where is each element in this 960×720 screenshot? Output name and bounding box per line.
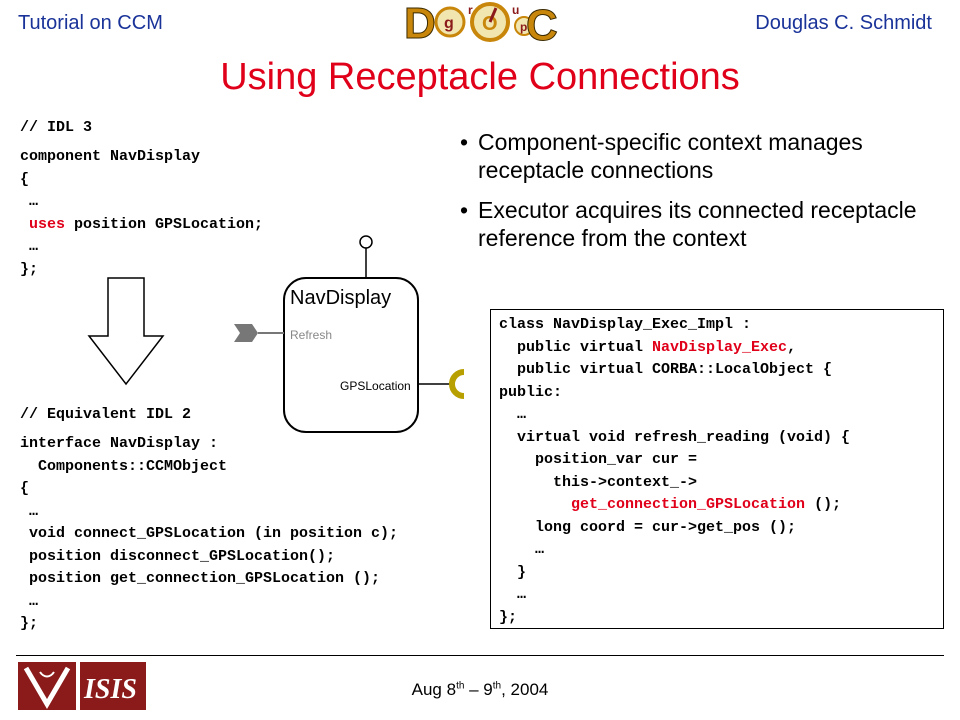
code-line: } xyxy=(499,563,527,581)
idl2-code-block: interface NavDisplay : Components::CCMOb… xyxy=(20,433,398,636)
footer-logos: ISIS xyxy=(18,662,146,710)
code-line: public virtual CORBA::LocalObject { xyxy=(499,361,833,378)
slide-title: Using Receptacle Connections xyxy=(220,56,740,98)
logo-letter-o: O xyxy=(482,13,498,35)
logo-letter-p: p xyxy=(520,20,527,34)
idl3-code-block: component NavDisplay { … uses position GP… xyxy=(20,146,263,281)
code-line: … xyxy=(499,541,545,558)
isis-logo xyxy=(80,662,146,710)
component-diagram: NavDisplay Refresh GPSLocation xyxy=(234,235,465,433)
facet-arrow-icon xyxy=(234,324,258,342)
logo-clock-hand xyxy=(488,7,498,23)
code-line: position_var cur = xyxy=(499,451,698,468)
logo-circle-p xyxy=(514,16,534,36)
code-line: … xyxy=(20,502,39,520)
code-line: position disconnect_GPSLocation(); xyxy=(20,547,336,565)
code-line: uses position GPSLocation; xyxy=(20,215,264,233)
header-left-text: Tutorial on CCM xyxy=(18,12,163,34)
vanderbilt-leaf-icon xyxy=(39,671,55,678)
get-connection-highlight: get_connection_GPSLocation xyxy=(571,496,806,513)
component-name: NavDisplay xyxy=(290,287,391,309)
code-line: public virtual NavDisplay_Exec, xyxy=(499,338,797,356)
code-line: … xyxy=(20,238,39,255)
code-line: long coord = cur->get_pos (); xyxy=(499,518,797,536)
code-line: … xyxy=(20,592,39,610)
code-line: … xyxy=(499,406,527,423)
bullet-list: •Component-specific context manages rece… xyxy=(460,128,950,264)
executor-code-box: class NavDisplay_Exec_Impl : public virt… xyxy=(490,309,944,629)
logo-letter-d: D xyxy=(404,0,436,44)
logo-circle-g xyxy=(434,6,466,38)
code-line: … xyxy=(20,193,39,210)
bullet-item: •Component-specific context manages rece… xyxy=(460,129,863,183)
code-line: interface NavDisplay : xyxy=(20,435,219,452)
logo-letter-g: g xyxy=(444,15,454,32)
code-line: virtual void refresh_reading (void) { xyxy=(499,428,851,446)
code-line: … xyxy=(499,586,527,603)
code-line: Components::CCMObject xyxy=(20,457,228,475)
footer-date: Aug 8th – 9th, 2004 xyxy=(411,680,549,699)
bullet-item: •Executor acquires its connected recepta… xyxy=(460,197,917,251)
code-line: { xyxy=(20,480,30,497)
code-line: this->context_-> xyxy=(499,473,698,491)
event-port-icon xyxy=(359,235,373,249)
uses-keyword: uses xyxy=(20,215,66,233)
idl3-comment: // IDL 3 xyxy=(20,119,93,136)
receptacle-socket-icon xyxy=(449,369,465,399)
code-line: get_connection_GPSLocation (); xyxy=(571,496,842,513)
receptacle-label: GPSLocation xyxy=(340,379,411,393)
facet-label: Refresh xyxy=(290,328,332,342)
header-right-text: Douglas C. Schmidt xyxy=(755,12,932,34)
code-line: { xyxy=(20,170,30,188)
code-line: class NavDisplay_Exec_Impl : xyxy=(499,316,752,333)
code-line: }; xyxy=(499,608,518,626)
component-box xyxy=(283,277,419,433)
navdisplay-exec-highlight: NavDisplay_Exec xyxy=(652,338,788,356)
vanderbilt-v-icon xyxy=(23,666,71,709)
code-line: }; xyxy=(20,615,39,632)
logo-letter-c: C xyxy=(526,1,558,44)
doc-group-logo: D g r O u p C xyxy=(404,0,559,44)
down-arrow-icon xyxy=(87,277,165,386)
code-line: component NavDisplay xyxy=(20,148,201,165)
code-line: public: xyxy=(499,383,563,401)
isis-logo-text: ISIS xyxy=(83,674,137,705)
code-line: void connect_GPSLocation (in position c)… xyxy=(20,525,399,542)
logo-letter-r: r xyxy=(468,3,473,17)
code-line: }; xyxy=(20,260,39,278)
code-line: position get_connection_GPSLocation (); xyxy=(20,570,381,587)
footer-divider xyxy=(16,655,944,656)
logo-letter-u: u xyxy=(512,3,519,17)
idl2-comment: // Equivalent IDL 2 xyxy=(20,406,192,423)
